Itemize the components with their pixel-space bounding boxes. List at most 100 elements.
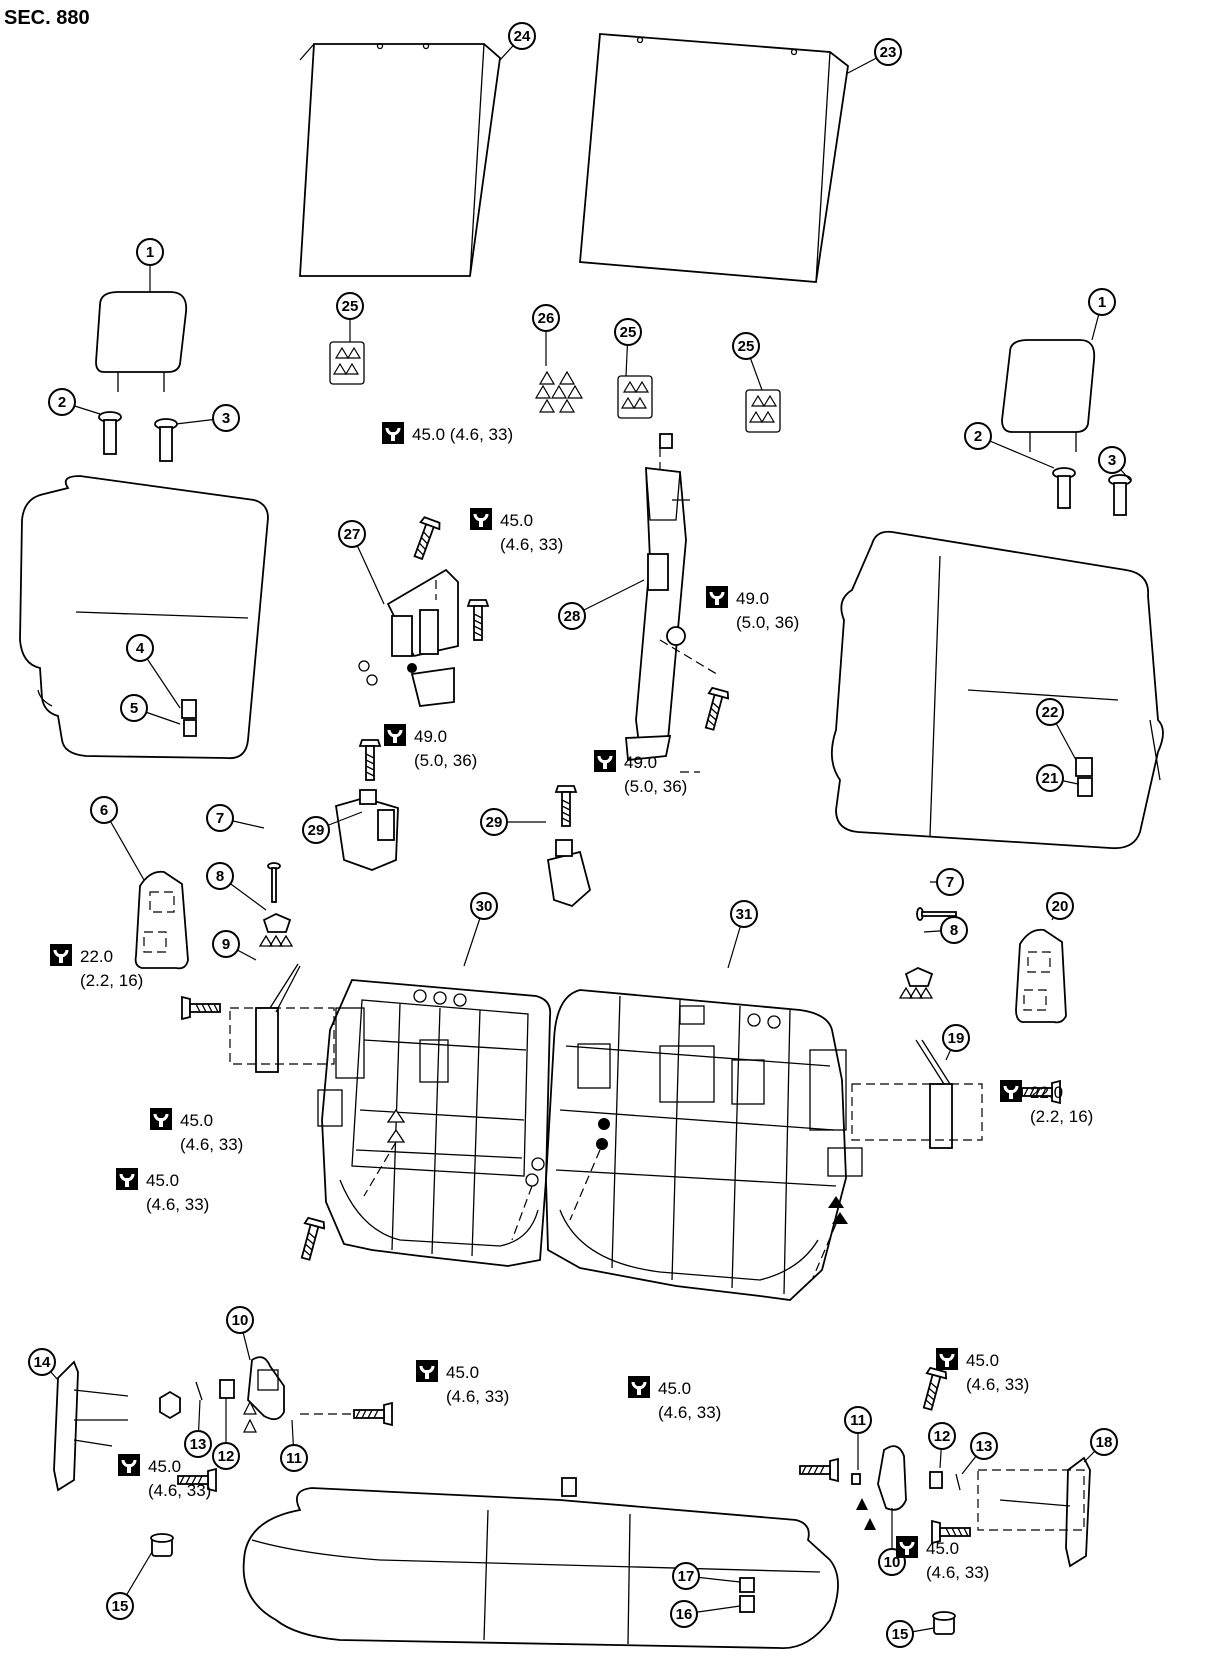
callout-number: 6 (100, 802, 108, 819)
callout-bubble (206, 862, 234, 890)
callout-number: 1 (1098, 294, 1106, 311)
callout-5: 5 (120, 694, 181, 725)
callout-number: 2 (58, 394, 66, 411)
callout-bubble (886, 1620, 914, 1648)
callout-7: 7 (930, 868, 964, 896)
bolt-29-center (555, 785, 577, 827)
callout-bubble (302, 816, 330, 844)
callout-number: 12 (218, 1448, 235, 1465)
torque-spec: 49.0(5.0, 36) (382, 722, 477, 770)
torque-value: 45.0 (146, 1171, 179, 1190)
callout-number: 13 (190, 1436, 207, 1453)
torque-value: 45.0 (180, 1111, 213, 1130)
latch-cover-left (181, 699, 197, 737)
callout-number: 4 (136, 640, 145, 657)
torque-conversion: (5.0, 36) (624, 777, 687, 796)
callout-number: 15 (892, 1626, 909, 1643)
torque-wrench-icon (148, 1106, 174, 1132)
headrest-guide-left-3 (154, 418, 178, 462)
torque-spec: 45.0(4.6, 33) (894, 1534, 989, 1582)
seatback-board-left (299, 42, 501, 277)
callout-1: 1 (136, 238, 164, 292)
callout-17: 17 (672, 1562, 741, 1590)
callout-16: 16 (670, 1600, 741, 1628)
callout-2: 2 (964, 422, 1055, 469)
torque-wrench-icon (468, 506, 494, 532)
torque-spec: 22.0(2.2, 16) (48, 942, 143, 990)
callout-bubble (1036, 698, 1064, 726)
callout-31: 31 (727, 900, 758, 969)
callout-8: 8 (206, 862, 267, 911)
callout-number: 7 (216, 810, 224, 827)
trim-6 (134, 870, 189, 970)
torque-value: 45.0 (500, 511, 533, 530)
callout-number: 15 (112, 1598, 129, 1615)
callout-number: 11 (286, 1450, 302, 1467)
callout-number: 23 (880, 44, 897, 61)
torque-conversion: (4.6, 33) (446, 1387, 509, 1406)
callout-number: 11 (850, 1412, 866, 1429)
callout-bubble (184, 1430, 212, 1458)
callout-bubble (480, 808, 508, 836)
open-circle-marker (531, 1157, 545, 1171)
callout-number: 21 (1042, 770, 1059, 787)
torque-spec: 45.0(4.6, 33) (114, 1166, 209, 1214)
callout-number: 29 (486, 814, 503, 831)
callout-10: 10 (226, 1306, 254, 1361)
bolt-9 (181, 996, 221, 1020)
filled-triangle-marker (828, 1196, 844, 1208)
callout-27: 27 (338, 520, 385, 605)
callout-9: 9 (212, 930, 257, 961)
torque-wrench-icon (894, 1534, 920, 1560)
pivot-10-left (195, 1356, 285, 1433)
callout-bubble (1036, 764, 1064, 792)
callout-22: 22 (1036, 698, 1077, 761)
callout-number: 2 (974, 428, 982, 445)
bolt-28 (699, 686, 731, 733)
callout-number: 17 (678, 1568, 695, 1585)
callout-number: 25 (620, 324, 637, 341)
callout-bubble (508, 22, 536, 50)
headrest-guide-left-2 (98, 411, 122, 455)
striker-29-center (546, 839, 592, 908)
callout-bubble (212, 404, 240, 432)
callout-21: 21 (1036, 764, 1079, 792)
latch-cover-right (1075, 757, 1093, 797)
callout-bubble (670, 1600, 698, 1628)
callout-20: 20 (1046, 892, 1074, 921)
callout-number: 5 (130, 700, 138, 717)
bolt-11-left (353, 1402, 393, 1426)
torque-wrench-icon (116, 1452, 142, 1478)
torque-wrench-icon (382, 722, 408, 748)
bolt-10-left (295, 1216, 327, 1263)
torque-conversion: (2.2, 16) (80, 971, 143, 990)
callout-number: 26 (538, 310, 555, 327)
callout-bubble (672, 1562, 700, 1590)
torque-value: 45.0 (446, 1363, 479, 1382)
callout-13: 13 (961, 1432, 998, 1475)
pivot-bracket-14 (53, 1360, 129, 1492)
callout-bubble (212, 1442, 240, 1470)
callout-bubble (470, 892, 498, 920)
pivot-bracket-18 (977, 1456, 1091, 1568)
callout-bubble (280, 1444, 308, 1472)
callout-bubble (212, 930, 240, 958)
callout-29: 29 (302, 811, 363, 844)
callout-6: 6 (90, 796, 145, 881)
torque-conversion: (5.0, 36) (736, 613, 799, 632)
clip-15-left (150, 1533, 174, 1557)
callout-1: 1 (1088, 288, 1116, 341)
callout-number: 14 (34, 1354, 51, 1371)
callout-13: 13 (184, 1399, 212, 1458)
callout-bubble (338, 520, 366, 548)
headrest-guide-right-3 (1108, 474, 1132, 516)
section-label: SEC. 880 (4, 7, 90, 29)
torque-spec: 49.0(5.0, 36) (592, 748, 687, 796)
torque-spec: 49.0(5.0, 36) (704, 584, 799, 632)
nut-8-right (898, 967, 934, 999)
bolt-27-top (408, 515, 443, 562)
callout-bubble (28, 1348, 56, 1376)
